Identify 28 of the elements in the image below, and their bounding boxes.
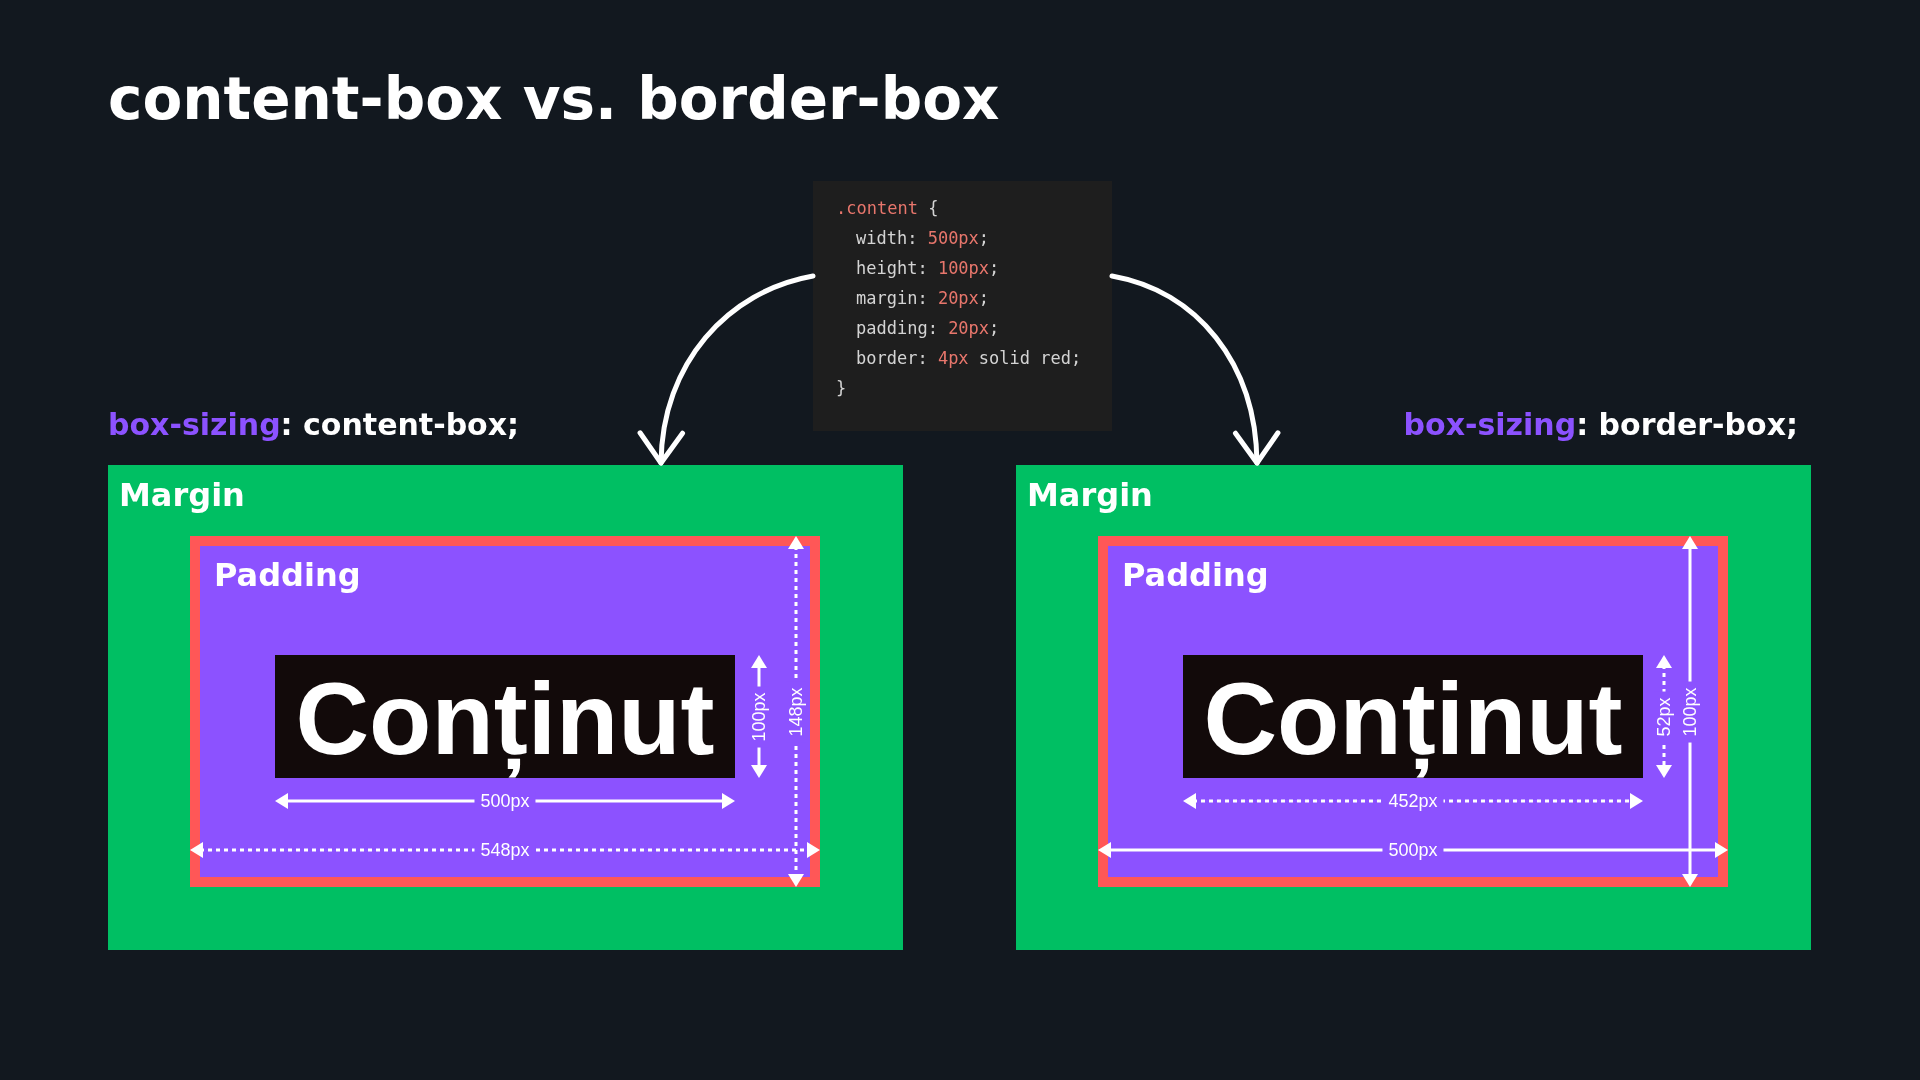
- content-label: Conținut: [1203, 660, 1623, 778]
- code-line: width: 500px;: [855, 227, 990, 250]
- area-label: Margin: [1027, 476, 1153, 514]
- code-line: margin: 20px;: [855, 287, 990, 310]
- dimension-label: 100px: [1680, 681, 1700, 742]
- dimension-label: 452px: [1382, 791, 1444, 811]
- dimension-label: 100px: [749, 686, 769, 747]
- padding-area: [190, 536, 820, 887]
- code-line: .content {: [836, 197, 939, 220]
- dimension-label: 52px: [1654, 691, 1674, 742]
- section-heading: box-sizing: content-box;: [108, 407, 520, 443]
- page-title: content-box vs. border-box: [108, 64, 1000, 134]
- code-block: [813, 181, 1112, 431]
- dimension-label: 500px: [474, 791, 536, 811]
- curved-arrow: [639, 273, 816, 466]
- code-line: height: 100px;: [855, 257, 1000, 280]
- curved-arrow: [1109, 273, 1279, 466]
- area-label: Padding: [214, 556, 361, 594]
- dimension-label: 148px: [786, 681, 806, 742]
- area-label: Margin: [119, 476, 245, 514]
- code-line: }: [836, 377, 847, 400]
- content-label: Conținut: [295, 660, 715, 778]
- section-heading: box-sizing: border-box;: [1403, 407, 1798, 443]
- code-line: border: 4px solid red;: [855, 347, 1082, 370]
- padding-area: [1098, 536, 1728, 887]
- area-label: Padding: [1122, 556, 1269, 594]
- dimension-label: 500px: [1382, 840, 1444, 860]
- code-line: padding: 20px;: [855, 317, 1000, 340]
